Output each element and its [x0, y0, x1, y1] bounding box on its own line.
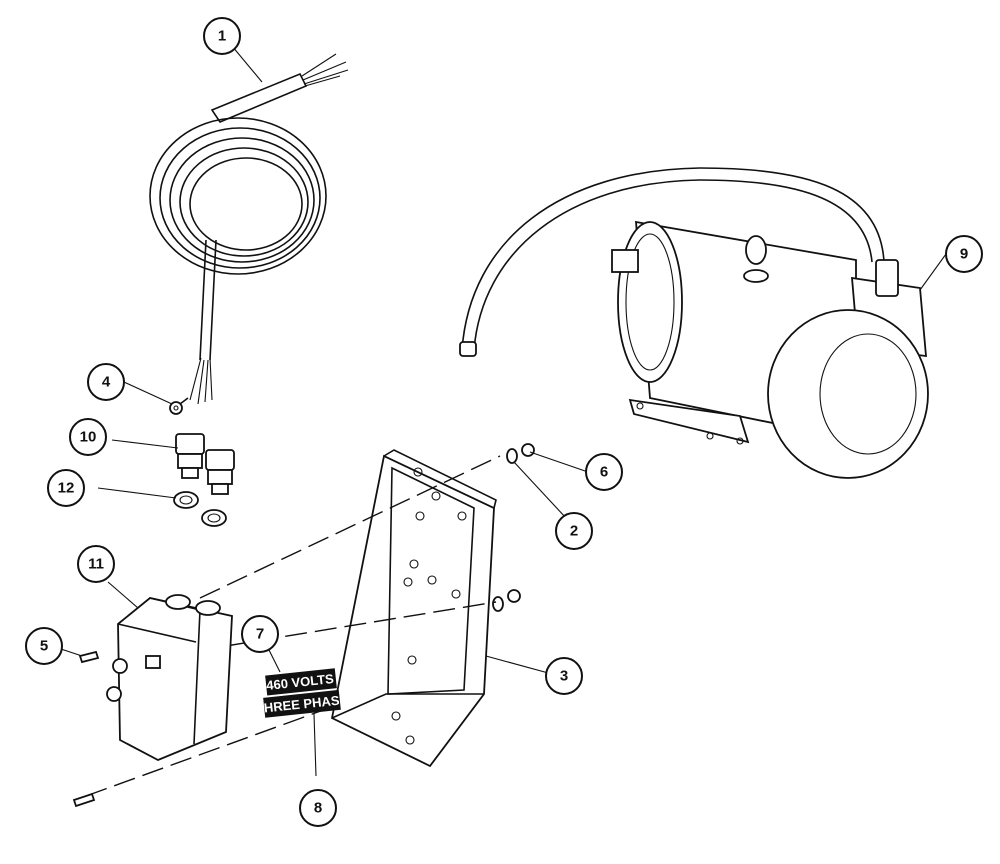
callout-1: 1 [203, 17, 241, 55]
callout-4: 4 [87, 363, 125, 401]
cable-glands [175, 433, 235, 495]
callout-4-number: 4 [102, 374, 111, 391]
callout-10: 10 [69, 418, 107, 456]
callout-8: 8 [299, 789, 337, 827]
callout-9-number: 9 [960, 246, 968, 263]
callout-1-number: 1 [218, 28, 226, 45]
motor-starter-enclosure [106, 594, 233, 761]
callout-3-number: 3 [560, 668, 568, 685]
callout-6: 6 [585, 453, 623, 491]
electric-motor [459, 167, 929, 479]
screws [72, 650, 100, 808]
callout-6-number: 6 [600, 464, 608, 481]
coiled-cable [149, 53, 349, 405]
voltage-label-line1: 460 VOLTS [266, 671, 335, 693]
washer-and-nut [492, 443, 535, 612]
mounting-bracket [330, 449, 497, 768]
lock-nuts [173, 491, 227, 527]
leader-lines [57, 45, 947, 777]
callout-10-number: 10 [80, 429, 97, 446]
callout-8-number: 8 [314, 800, 322, 817]
callout-11-number: 11 [88, 556, 104, 573]
callout-12: 12 [47, 469, 85, 507]
callout-11: 11 [77, 545, 115, 583]
ring-terminal [169, 397, 189, 415]
voltage-label-plate: 460 VOLTS THREE PHASE [255, 668, 349, 718]
callout-7: 7 [241, 615, 279, 653]
callout-2-number: 2 [570, 523, 578, 540]
callout-2: 2 [555, 512, 593, 550]
callout-5: 5 [25, 627, 63, 665]
callout-5-number: 5 [40, 638, 48, 655]
callout-3: 3 [545, 657, 583, 695]
callout-12-number: 12 [58, 480, 75, 497]
callout-9: 9 [945, 235, 983, 273]
callout-7-number: 7 [256, 626, 264, 643]
